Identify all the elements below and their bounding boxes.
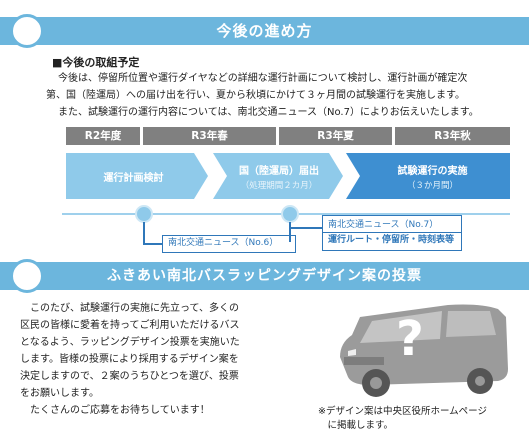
- connector-news6: [143, 222, 145, 245]
- step-plan-label: 運行計画検討: [103, 172, 164, 184]
- design-note-line: に掲載します。: [318, 420, 394, 431]
- step-filing-sub: （処理期間２カ月）: [240, 180, 318, 191]
- vote-paragraph-line: となるよう、ラッピングデザイン投票を実施いた: [20, 337, 240, 348]
- callout-news6: 南北交通ニュース（No.6）: [162, 235, 296, 253]
- phase-r3-autumn: R3年秋: [395, 127, 510, 145]
- connector-news7: [289, 222, 291, 242]
- callout-news6-text: 南北交通ニュース（No.6）: [168, 238, 279, 248]
- question-mark-icon: ?: [396, 311, 424, 367]
- connector-news6-h: [143, 243, 163, 245]
- step-trial-sub: （３か月間）: [406, 180, 458, 191]
- vote-paragraph-line: をお願いします。: [20, 388, 99, 399]
- section-banner-plan: [0, 17, 529, 45]
- plan-paragraph-line: 今後は、停留所位置や運行ダイヤなどの詳細な運行計画について検討し、運行計画が確定…: [48, 73, 468, 84]
- callout-news7-title: 南北交通ニュース（No.7）: [323, 218, 461, 233]
- vote-paragraph-line: たくさんのご応募をお待ちしています！: [20, 405, 210, 416]
- step-arrow-plan: [66, 153, 208, 199]
- step-trial: 試験運行の実施 （３か月間）: [355, 153, 510, 199]
- van-image: ?: [330, 295, 510, 400]
- sub-heading: ■今後の取組予定: [52, 56, 140, 69]
- callout-news7-detail: 運行ルート・停留所・時刻表等: [328, 235, 455, 245]
- phase-r3-spring: R3年春: [143, 127, 276, 145]
- plan-paragraph-line: 第、国（陸運局）への届け出を行い、夏から秋頃にかけて３ヶ月間の試験運行を実施しま…: [46, 90, 465, 101]
- step-plan: 運行計画検討: [66, 153, 201, 199]
- vote-paragraph-line: 区民の皆様に愛着を持ってご利用いただけるバス: [20, 320, 240, 331]
- vote-paragraph: このたび、試験運行の実施に先立って、多くの 区民の皆様に愛着を持ってご利用いただ…: [20, 300, 295, 419]
- van-silhouette-icon: [340, 304, 508, 397]
- step-arrow-trial: [346, 153, 510, 199]
- design-note-line: ※デザイン案は中央区役所ホームページ: [318, 406, 487, 417]
- step-filing: 国（陸運局）届出 （処理期間２カ月）: [222, 153, 336, 199]
- banner-circle-decoration: [10, 259, 44, 293]
- timeline-dot-news7: [281, 205, 299, 223]
- step-trial-label: 試験運行の実施: [397, 165, 468, 177]
- callout-news7: 南北交通ニュース（No.7） 運行ルート・停留所・時刻表等: [322, 215, 462, 251]
- banner-circle-decoration: [10, 14, 44, 48]
- phase-r3-summer: R3年夏: [279, 127, 392, 145]
- section-title-plan: 今後の進め方: [216, 22, 313, 40]
- step-arrow-filing: [213, 153, 343, 199]
- section-title-vote: ふきあい南北バスラッピングデザイン案の投票: [107, 268, 422, 284]
- vote-paragraph-line: このたび、試験運行の実施に先立って、多くの: [20, 303, 239, 314]
- plan-paragraph: 今後は、停留所位置や運行ダイヤなどの詳細な運行計画について検討し、運行計画が確定…: [46, 70, 528, 121]
- plan-paragraph-line: また、試験運行の運行内容については、南北交通ニュース（No.7）によりお伝えいた…: [48, 107, 479, 118]
- vote-paragraph-line: します。皆様の投票により採用するデザイン案を: [20, 354, 239, 365]
- section-banner-vote: [0, 262, 529, 290]
- phase-r2: R2年度: [66, 127, 140, 145]
- step-filing-label: 国（陸運局）届出: [239, 165, 319, 177]
- connector-news7-h: [289, 227, 323, 229]
- design-note: ※デザイン案は中央区役所ホームページ に掲載します。: [318, 405, 487, 433]
- vote-paragraph-line: 決定しますので、２案のうちひとつを選び、投票: [20, 371, 239, 382]
- timeline-dot-news6: [135, 205, 153, 223]
